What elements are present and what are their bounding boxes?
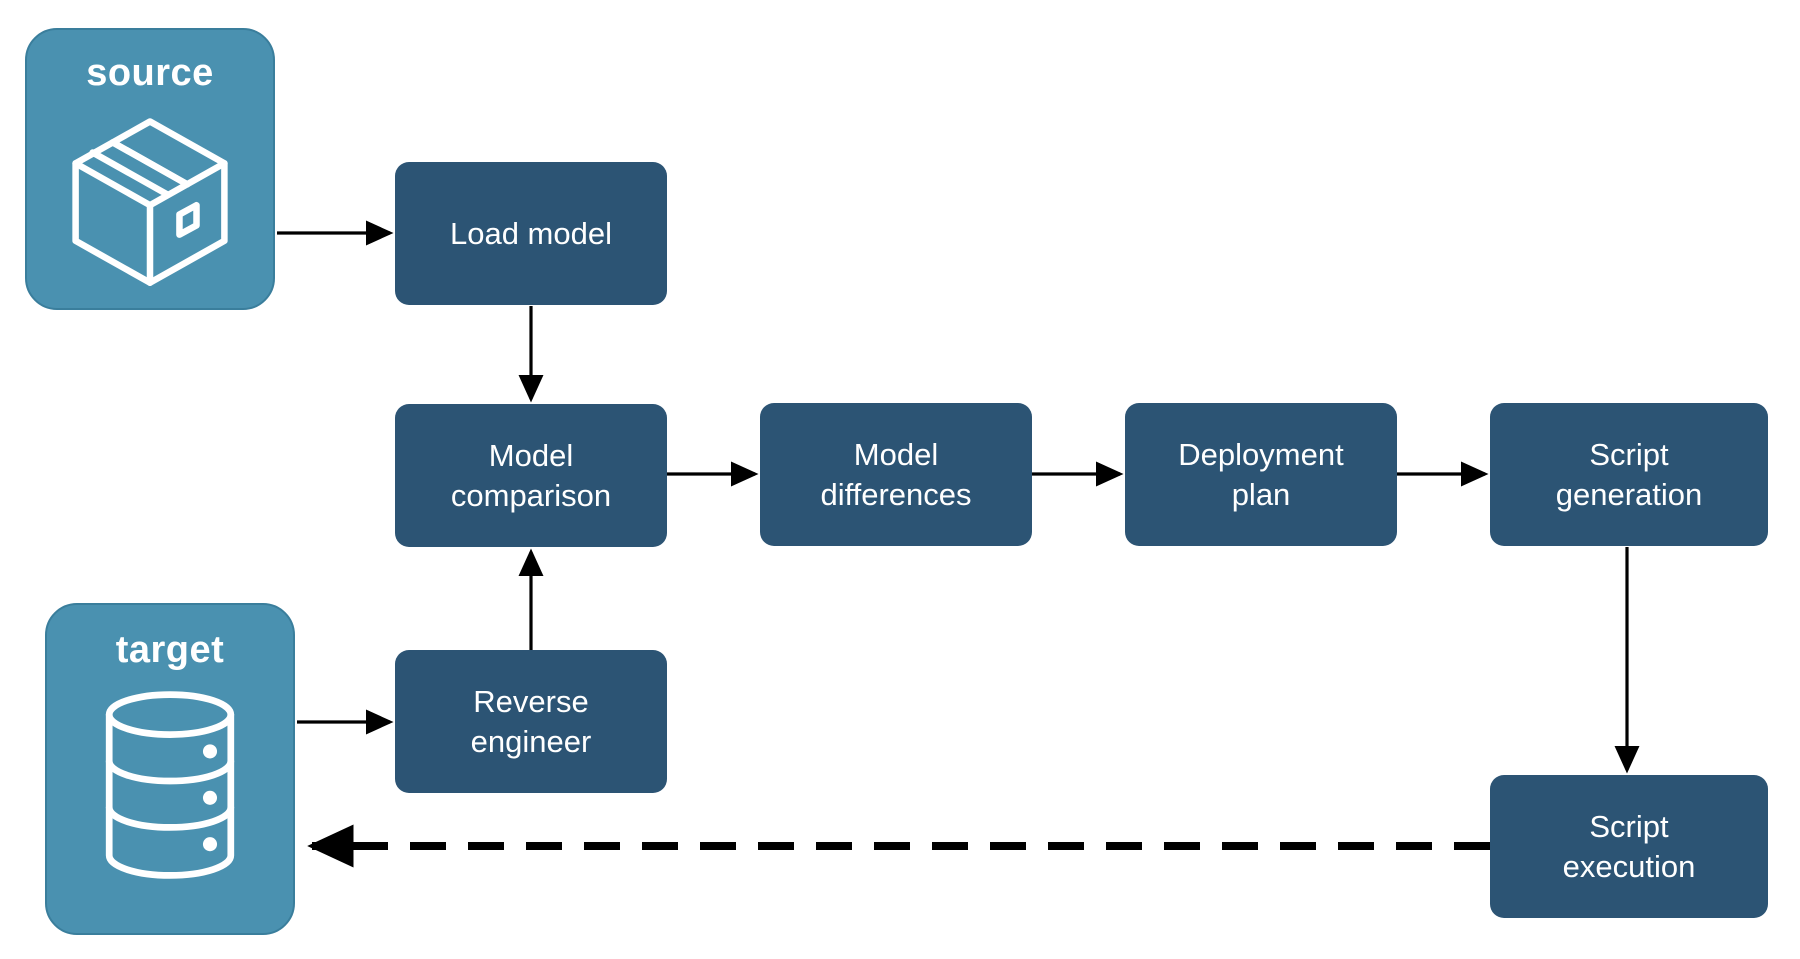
database-cylinder-icon: [90, 687, 250, 888]
process-script-execution[interactable]: Script execution: [1490, 775, 1768, 918]
endpoint-source[interactable]: source: [25, 28, 275, 310]
endpoint-target[interactable]: target: [45, 603, 295, 935]
endpoint-source-label: source: [86, 52, 214, 94]
process-script-generation[interactable]: Script generation: [1490, 403, 1768, 546]
process-deployment-plan[interactable]: Deployment plan: [1125, 403, 1397, 546]
endpoint-target-label: target: [115, 629, 225, 671]
process-model-comparison[interactable]: Model comparison: [395, 404, 667, 547]
package-box-icon: [57, 106, 243, 297]
process-model-differences[interactable]: Model differences: [760, 403, 1032, 546]
process-load-model[interactable]: Load model: [395, 162, 667, 305]
process-reverse-engineer[interactable]: Reverse engineer: [395, 650, 667, 793]
